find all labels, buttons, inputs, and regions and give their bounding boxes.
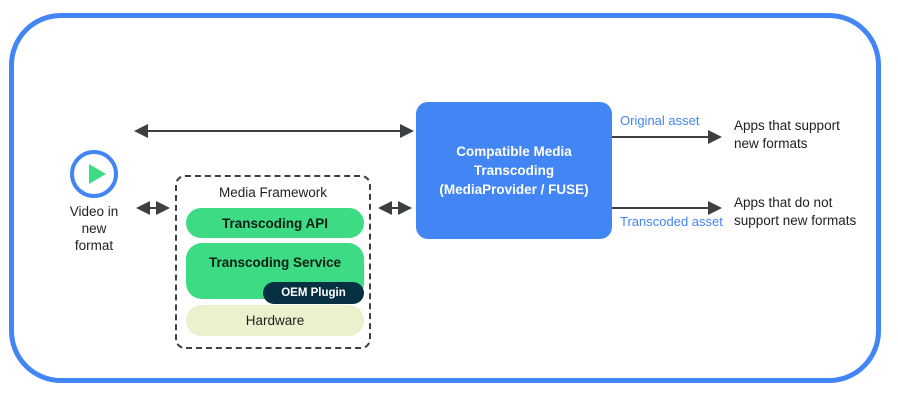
oem-plugin-label: OEM Plugin — [281, 287, 346, 299]
transcoded-asset-label: Transcoded asset — [620, 214, 723, 229]
hardware-box[interactable]: Hardware — [186, 305, 364, 336]
arrow-video-to-framework — [136, 201, 170, 215]
arrow-video-to-transcoding — [134, 124, 414, 138]
oem-plugin-badge[interactable]: OEM Plugin — [263, 282, 364, 304]
apps-nonsupporting-label: Apps that do not support new formats — [734, 195, 857, 228]
transcoding-api-label: Transcoding API — [221, 215, 329, 231]
transcoding-api-box[interactable]: Transcoding API — [186, 208, 364, 238]
media-framework-title: Media Framework — [218, 185, 328, 200]
compatible-media-transcoding-box[interactable]: Compatible Media Transcoding (MediaProvi… — [416, 102, 612, 239]
compatible-media-transcoding-label: Compatible Media Transcoding (MediaProvi… — [439, 144, 589, 197]
arrow-to-supporting-apps — [612, 130, 722, 144]
transcoding-service-label: Transcoding Service — [208, 255, 342, 270]
hardware-label: Hardware — [245, 313, 305, 328]
original-asset-label: Original asset — [620, 113, 700, 128]
video-source-caption: Video in new format — [69, 204, 119, 253]
media-framework-group: Media Framework Transcoding API Transcod… — [175, 175, 371, 349]
arrow-framework-to-transcoding — [378, 201, 412, 215]
arrow-to-nonsupporting-apps — [612, 201, 722, 215]
play-triangle-icon — [89, 164, 106, 184]
apps-supporting-label: Apps that support new formats — [734, 118, 840, 151]
play-circle-icon — [70, 150, 118, 198]
